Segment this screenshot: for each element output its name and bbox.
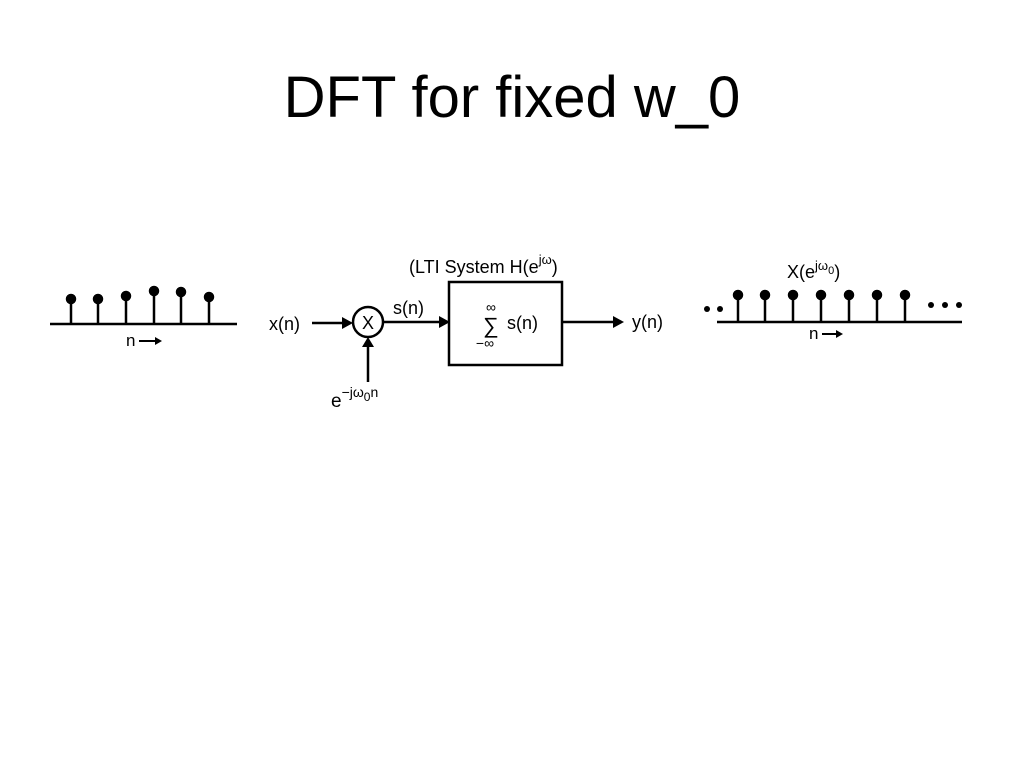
input-axis-label: n <box>126 331 162 350</box>
stem-tip <box>120 290 132 302</box>
modulator-arrow-head <box>362 337 374 347</box>
input-axis-label-text: n <box>126 331 135 350</box>
product-label: s(n) <box>393 298 424 318</box>
output-signal-leading-dots <box>704 306 723 312</box>
product-arrow-head <box>439 316 450 328</box>
input-signal-plot <box>50 285 237 326</box>
modulator-base: e <box>331 391 342 412</box>
stem-tip <box>871 289 883 301</box>
output-signal-stems <box>732 289 911 322</box>
spectrum-label: X(ejω0) <box>787 258 840 282</box>
stem-tip <box>92 293 104 305</box>
output-axis-label: n <box>809 324 843 343</box>
stem-tip <box>787 289 799 301</box>
spectrum-label-subscript: 0 <box>828 265 834 277</box>
sum-lower-limit: −∞ <box>476 335 494 351</box>
multiplier-symbol: X <box>362 313 374 333</box>
ellipsis-dot <box>704 306 710 312</box>
ellipsis-dot <box>717 306 723 312</box>
modulator-exponent: −jω <box>342 384 364 400</box>
stem-tip <box>843 289 855 301</box>
modulator-label: e−jω0n <box>331 384 378 412</box>
spectrum-label-exponent: jω <box>814 258 828 273</box>
output-signal-trailing-dots <box>928 302 962 308</box>
sum-symbol: ∑ <box>483 313 499 338</box>
stem-tip <box>148 285 160 297</box>
modulator-exponent-tail: n <box>370 384 378 400</box>
stem-tip <box>759 289 771 301</box>
ellipsis-dot <box>928 302 934 308</box>
ellipsis-dot <box>942 302 948 308</box>
arrow-right-icon-head <box>836 330 843 338</box>
system-caption-suffix: ) <box>552 257 558 277</box>
system-caption: (LTI System H(ejω) <box>409 252 558 277</box>
output-axis-label-text: n <box>809 324 818 343</box>
input-signal-stems <box>65 285 215 324</box>
system-caption-exponent: jω <box>538 252 552 267</box>
stem-tip <box>815 289 827 301</box>
input-label: x(n) <box>269 314 300 334</box>
spectrum-label-suffix: ) <box>834 262 840 282</box>
output-arrow-head <box>613 316 624 328</box>
sum-argument: s(n) <box>507 313 538 333</box>
stem-tip <box>899 289 911 301</box>
slide-title: DFT for fixed w_0 <box>283 65 741 130</box>
ellipsis-dot <box>956 302 962 308</box>
sum-upper-limit: ∞ <box>486 299 496 315</box>
arrow-right-icon-head <box>155 337 162 345</box>
output-signal-plot <box>704 289 962 324</box>
input-arrow-head <box>342 317 353 329</box>
system-caption-prefix: (LTI System H(e <box>409 257 539 277</box>
modulator-subscript: 0 <box>364 390 371 404</box>
stem-tip <box>65 293 77 305</box>
stem-tip <box>732 289 744 301</box>
stem-tip <box>203 291 215 303</box>
lti-system-block <box>447 280 564 367</box>
stem-tip <box>175 286 187 298</box>
output-label: y(n) <box>632 312 663 332</box>
spectrum-label-prefix: X(e <box>787 262 815 282</box>
